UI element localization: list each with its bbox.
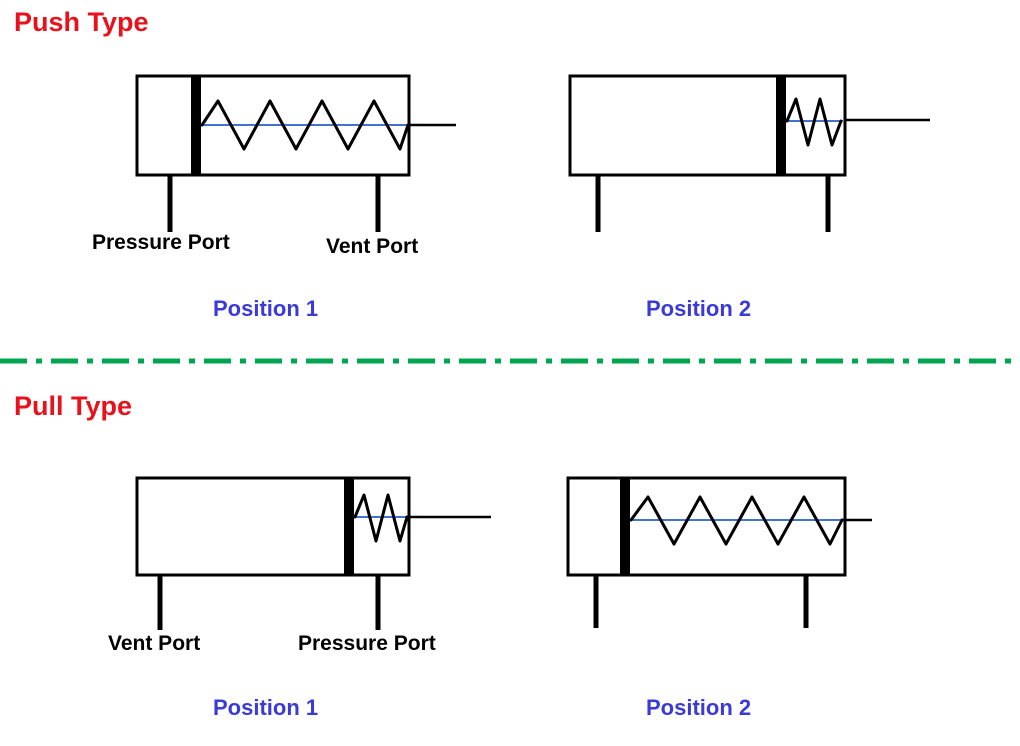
push-position1-label: Position 1 — [213, 296, 319, 321]
return-spring-compressed — [353, 493, 409, 543]
pull-position2-label: Position 2 — [646, 695, 752, 720]
return-spring — [629, 495, 844, 546]
push-position2-cylinder — [568, 74, 930, 232]
pull-position1-label: Position 1 — [213, 695, 319, 720]
push-pos1-left-port-label: Pressure Port — [92, 231, 230, 254]
return-spring-compressed — [785, 97, 843, 147]
piston — [191, 77, 201, 174]
pull-pos1-left-port-label: Vent Port — [108, 632, 201, 655]
piston — [776, 77, 786, 174]
pull-position1-cylinder — [135, 476, 491, 630]
push-position1-cylinder — [135, 74, 456, 232]
return-spring — [200, 99, 410, 151]
pull-position2-cylinder — [566, 476, 872, 628]
cylinder-body — [135, 476, 411, 577]
pull-pos1-right-port-label: Pressure Port — [298, 632, 436, 655]
pull-type-title: Pull Type — [14, 391, 133, 421]
push-position2-label: Position 2 — [646, 296, 752, 321]
push-type-title: Push Type — [14, 7, 149, 37]
cylinder-body — [568, 74, 847, 177]
piston — [620, 479, 630, 574]
cylinder-body — [566, 476, 847, 577]
piston — [344, 479, 354, 574]
push-pos1-right-port-label: Vent Port — [326, 235, 419, 258]
